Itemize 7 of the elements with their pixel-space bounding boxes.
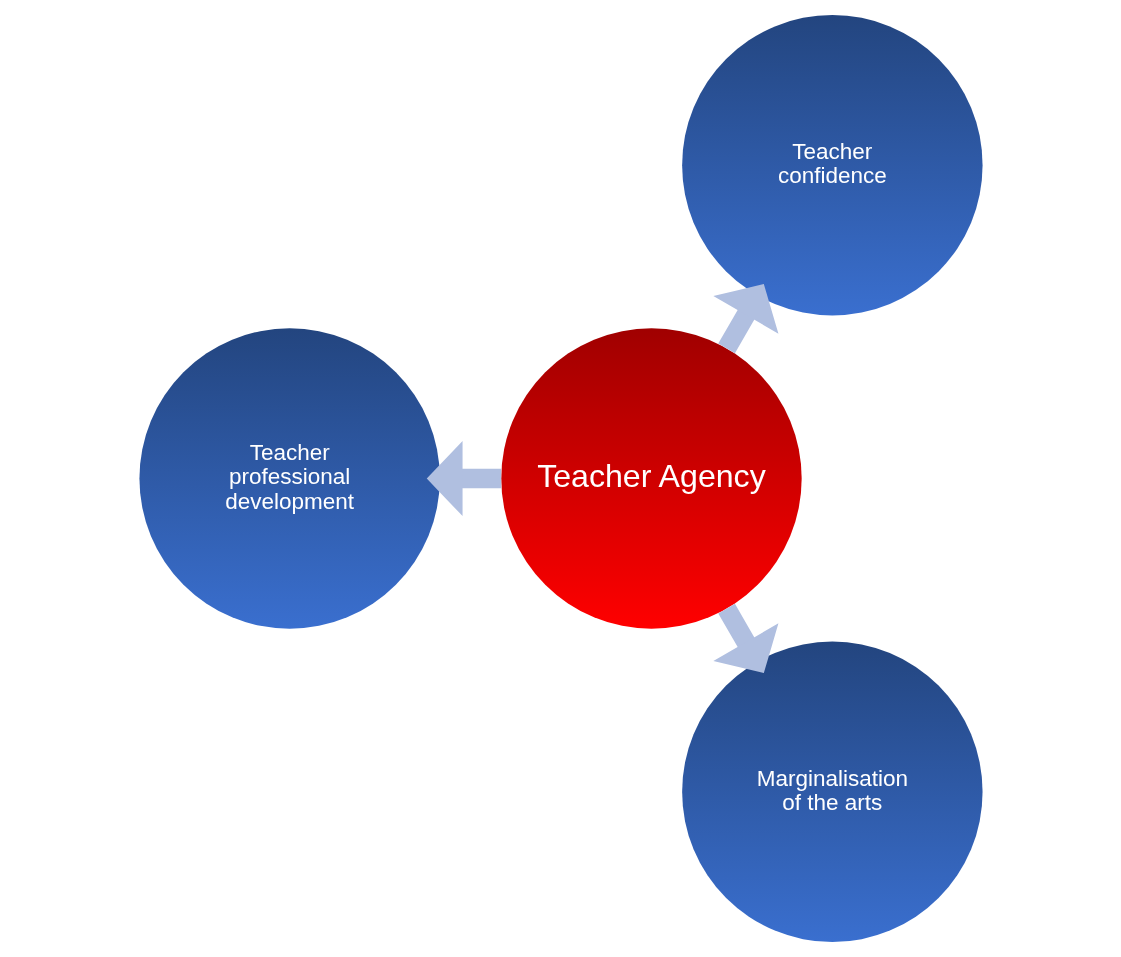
arrow	[712, 603, 778, 674]
node-circle: Teacher Agency	[500, 328, 802, 629]
node-circle: Teacher confidence	[681, 14, 983, 316]
node-circle: Marginalisation of the arts	[681, 641, 983, 943]
arrow	[712, 283, 778, 354]
node-circle: Teacher professional development	[138, 328, 440, 629]
arrow	[426, 440, 501, 517]
